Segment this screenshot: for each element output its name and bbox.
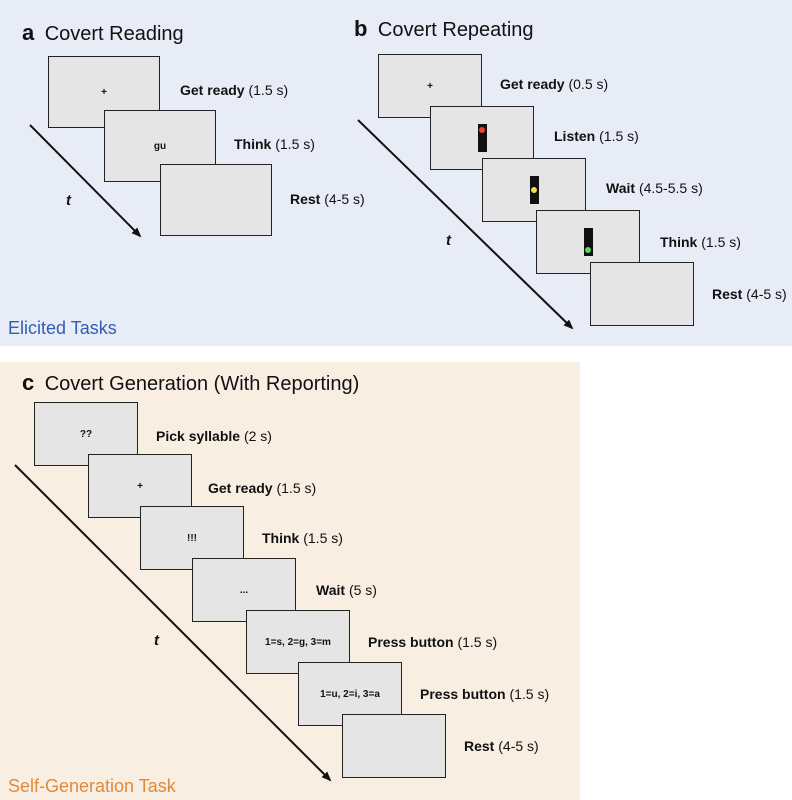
step-label-b3: Wait (4.5-5.5 s): [606, 180, 703, 196]
step-label-c7: Rest (4-5 s): [464, 738, 539, 754]
step-label-c5: Press button (1.5 s): [368, 634, 497, 650]
time-label-a: t: [66, 192, 71, 209]
light-dot: [479, 127, 485, 133]
screen-text: 1=u, 2=i, 3=a: [320, 688, 380, 700]
step-name: Rest: [712, 286, 743, 302]
panel-title: Covert Repeating: [377, 19, 534, 41]
step-duration: (1.5 s): [509, 686, 550, 702]
step-name: Rest: [464, 738, 495, 754]
traffic-light-icon: [529, 176, 539, 204]
screen-c7: [342, 714, 446, 778]
step-label-a2: Think (1.5 s): [234, 136, 315, 152]
time-label-b: t: [446, 232, 451, 249]
step-name: Wait: [316, 582, 346, 598]
step-name: Get ready: [500, 76, 565, 92]
step-label-b4: Think (1.5 s): [660, 234, 741, 250]
panel-a-heading: a Covert Reading: [22, 20, 184, 46]
screen-text: ??: [79, 428, 93, 440]
step-duration: (1.5 s): [701, 234, 741, 250]
light-dot: [531, 187, 537, 193]
step-label-a3: Rest (4-5 s): [290, 191, 365, 207]
step-name: Think: [262, 530, 300, 546]
step-duration: (4-5 s): [498, 738, 539, 754]
panel-b-heading: b Covert Repeating: [354, 16, 534, 42]
screen-a3: [160, 164, 272, 236]
step-name: Think: [234, 136, 272, 152]
step-name: Get ready: [180, 82, 245, 98]
step-name: Rest: [290, 191, 321, 207]
step-duration: (1.5 s): [457, 634, 498, 650]
screen-text: +: [427, 80, 433, 92]
screen-text: 1=s, 2=g, 3=m: [265, 636, 331, 648]
step-duration: (1.5 s): [599, 128, 639, 144]
step-duration: (5 s): [348, 582, 377, 598]
panel-letter: c: [22, 370, 35, 395]
panel-letter: b: [354, 16, 368, 41]
screen-text: +: [101, 86, 107, 98]
step-name: Get ready: [208, 480, 273, 496]
step-label-c6: Press button (1.5 s): [420, 686, 549, 702]
step-label-a1: Get ready (1.5 s): [180, 82, 288, 98]
screen-b5: [590, 262, 694, 326]
elicited-tasks-label: Elicited Tasks: [8, 318, 117, 338]
step-duration: (2 s): [243, 428, 272, 444]
step-name: Press button: [420, 686, 506, 702]
panel-c-heading: c Covert Generation (With Reporting): [22, 370, 359, 396]
screen-text: gu: [153, 140, 167, 152]
step-name: Wait: [606, 180, 636, 196]
time-label-c: t: [154, 632, 159, 649]
step-name: Press button: [368, 634, 454, 650]
screen-text: ...: [239, 584, 249, 596]
step-duration: (1.5 s): [303, 530, 343, 546]
step-label-c4: Wait (5 s): [316, 582, 377, 598]
panel-title: Covert Generation (With Reporting): [44, 373, 360, 395]
panel-letter: a: [22, 20, 35, 45]
step-label-c3: Think (1.5 s): [262, 530, 343, 546]
step-duration: (1.5 s): [276, 480, 317, 496]
step-name: Listen: [554, 128, 596, 144]
step-duration: (4-5 s): [746, 286, 787, 302]
step-label-c2: Get ready (1.5 s): [208, 480, 316, 496]
step-label-c1: Pick syllable (2 s): [156, 428, 272, 444]
step-duration: (4-5 s): [324, 191, 365, 207]
screen-text: !!!: [187, 532, 197, 544]
step-label-b1: Get ready (0.5 s): [500, 76, 608, 92]
step-label-b2: Listen (1.5 s): [554, 128, 639, 144]
step-name: Pick syllable: [156, 428, 241, 444]
step-name: Think: [660, 234, 698, 250]
step-duration: (1.5 s): [248, 82, 289, 98]
step-label-b5: Rest (4-5 s): [712, 286, 792, 302]
step-duration: (0.5 s): [568, 76, 609, 92]
self-generation-task-label: Self-Generation Task: [8, 776, 176, 796]
panel-title: Covert Reading: [44, 23, 184, 45]
screen-text: +: [137, 480, 143, 492]
traffic-light-icon: [583, 228, 593, 256]
light-dot: [585, 247, 591, 253]
step-duration: (1.5 s): [275, 136, 315, 152]
step-duration: (4.5-5.5 s): [638, 180, 703, 196]
traffic-light-icon: [477, 124, 487, 152]
